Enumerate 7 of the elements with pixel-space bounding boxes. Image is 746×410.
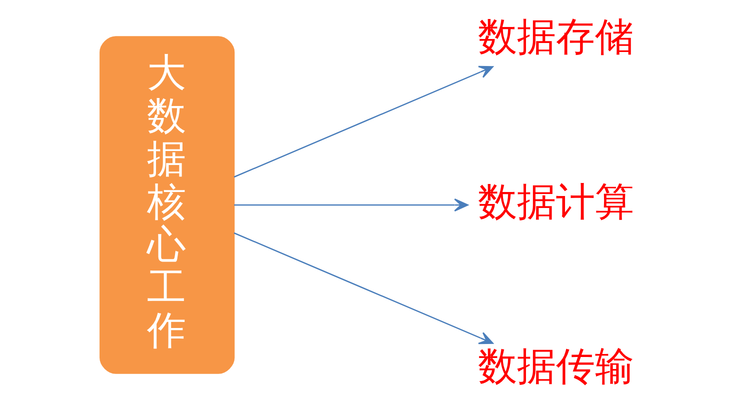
arrow xyxy=(234,232,494,344)
arrow xyxy=(234,66,494,178)
node-text: 数据存储 xyxy=(478,14,634,60)
node-text: 数据计算 xyxy=(478,180,634,225)
arrow xyxy=(234,198,468,212)
node-text: 数据传输 xyxy=(478,344,634,390)
node-box: 大数据核心工作 xyxy=(100,36,235,374)
